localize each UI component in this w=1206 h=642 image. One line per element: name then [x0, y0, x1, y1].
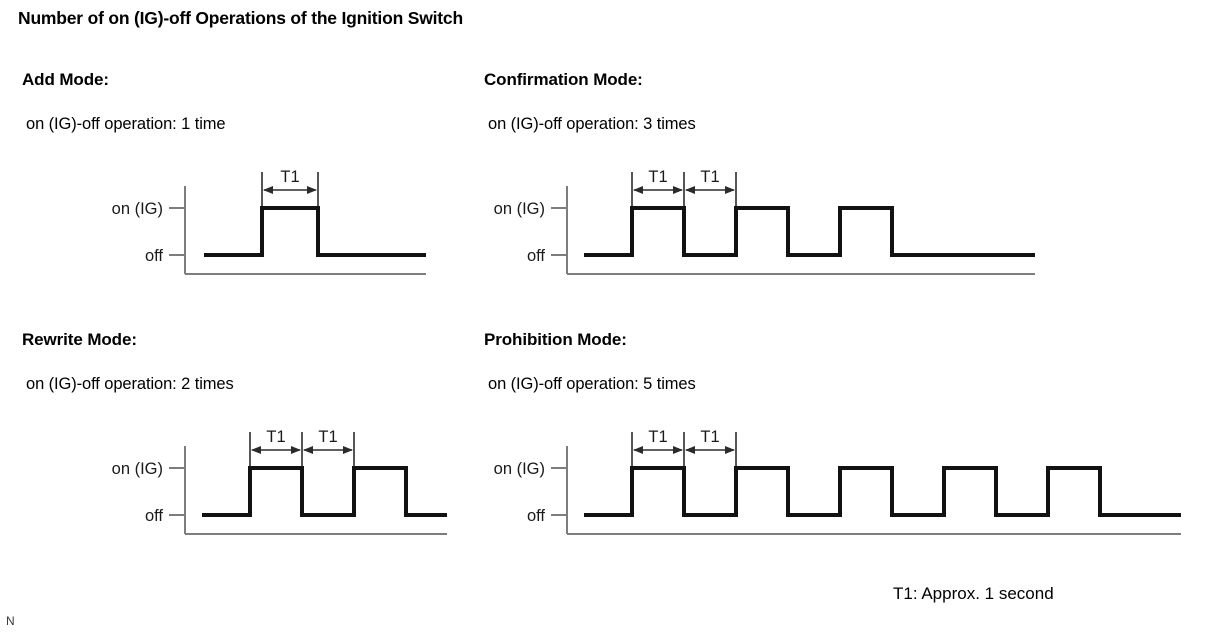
axis-label-on: on (IG): [112, 460, 163, 478]
waveform-figure: on (IG) off T1 T1: [494, 168, 1035, 275]
axis-label-on: on (IG): [494, 460, 545, 478]
dimension-label-t1: T1: [648, 428, 667, 446]
axis-label-on: on (IG): [494, 200, 545, 218]
dimension-label-t1: T1: [700, 428, 719, 446]
panel-subtitle: on (IG)-off operation: 1 time: [26, 115, 226, 133]
dimension-label-t1: T1: [700, 168, 719, 186]
dimension-group: T1: [261, 168, 319, 206]
panel-heading: Add Mode:: [22, 70, 109, 89]
dimension-group: T1 T1: [631, 428, 737, 466]
dimension-arrowhead-right: [725, 186, 735, 194]
waveform-trace: [584, 466, 1181, 517]
waveform-trace: [584, 206, 1035, 257]
t1-note: T1: Approx. 1 second: [893, 584, 1054, 603]
waveform-figure: on (IG) off T1 T1: [112, 428, 447, 535]
axis-label-on: on (IG): [112, 200, 163, 218]
waveform-figure: on (IG) off T1 T1: [494, 428, 1181, 535]
panel-heading: Confirmation Mode:: [484, 70, 643, 89]
waveform-figure: on (IG) off T1: [112, 168, 426, 275]
dimension-label-t1: T1: [648, 168, 667, 186]
dimension-arrowhead-left: [633, 446, 643, 454]
dimension-arrowhead-right: [291, 446, 301, 454]
dimension-label-t1: T1: [280, 168, 299, 186]
dimension-arrowhead-left: [263, 186, 273, 194]
corner-mark: N: [6, 614, 15, 628]
axis-label-off: off: [527, 247, 545, 265]
dimension-arrowhead-right: [725, 446, 735, 454]
dimension-arrowhead-right: [673, 186, 683, 194]
panel-heading: Rewrite Mode:: [22, 330, 137, 349]
dimension-arrowhead-left: [633, 186, 643, 194]
waveform-trace: [202, 466, 447, 517]
panel-subtitle: on (IG)-off operation: 2 times: [26, 375, 234, 393]
dimension-arrowhead-right: [307, 186, 317, 194]
dimension-arrowhead-left: [303, 446, 313, 454]
dimension-arrowhead-right: [343, 446, 353, 454]
dimension-label-t1: T1: [266, 428, 285, 446]
axis-label-off: off: [527, 507, 545, 525]
dimension-arrowhead-right: [673, 446, 683, 454]
dimension-label-t1: T1: [318, 428, 337, 446]
dimension-group: T1 T1: [631, 168, 737, 206]
panel-subtitle: on (IG)-off operation: 5 times: [488, 375, 696, 393]
dimension-group: T1 T1: [249, 428, 355, 466]
page-title: Number of on (IG)-off Operations of the …: [18, 8, 463, 28]
axis-label-off: off: [145, 247, 163, 265]
waveform-trace: [204, 206, 426, 257]
panel-subtitle: on (IG)-off operation: 3 times: [488, 115, 696, 133]
dimension-arrowhead-left: [685, 186, 695, 194]
dimension-arrowhead-left: [251, 446, 261, 454]
panel-heading: Prohibition Mode:: [484, 330, 627, 349]
axis-label-off: off: [145, 507, 163, 525]
dimension-arrowhead-left: [685, 446, 695, 454]
